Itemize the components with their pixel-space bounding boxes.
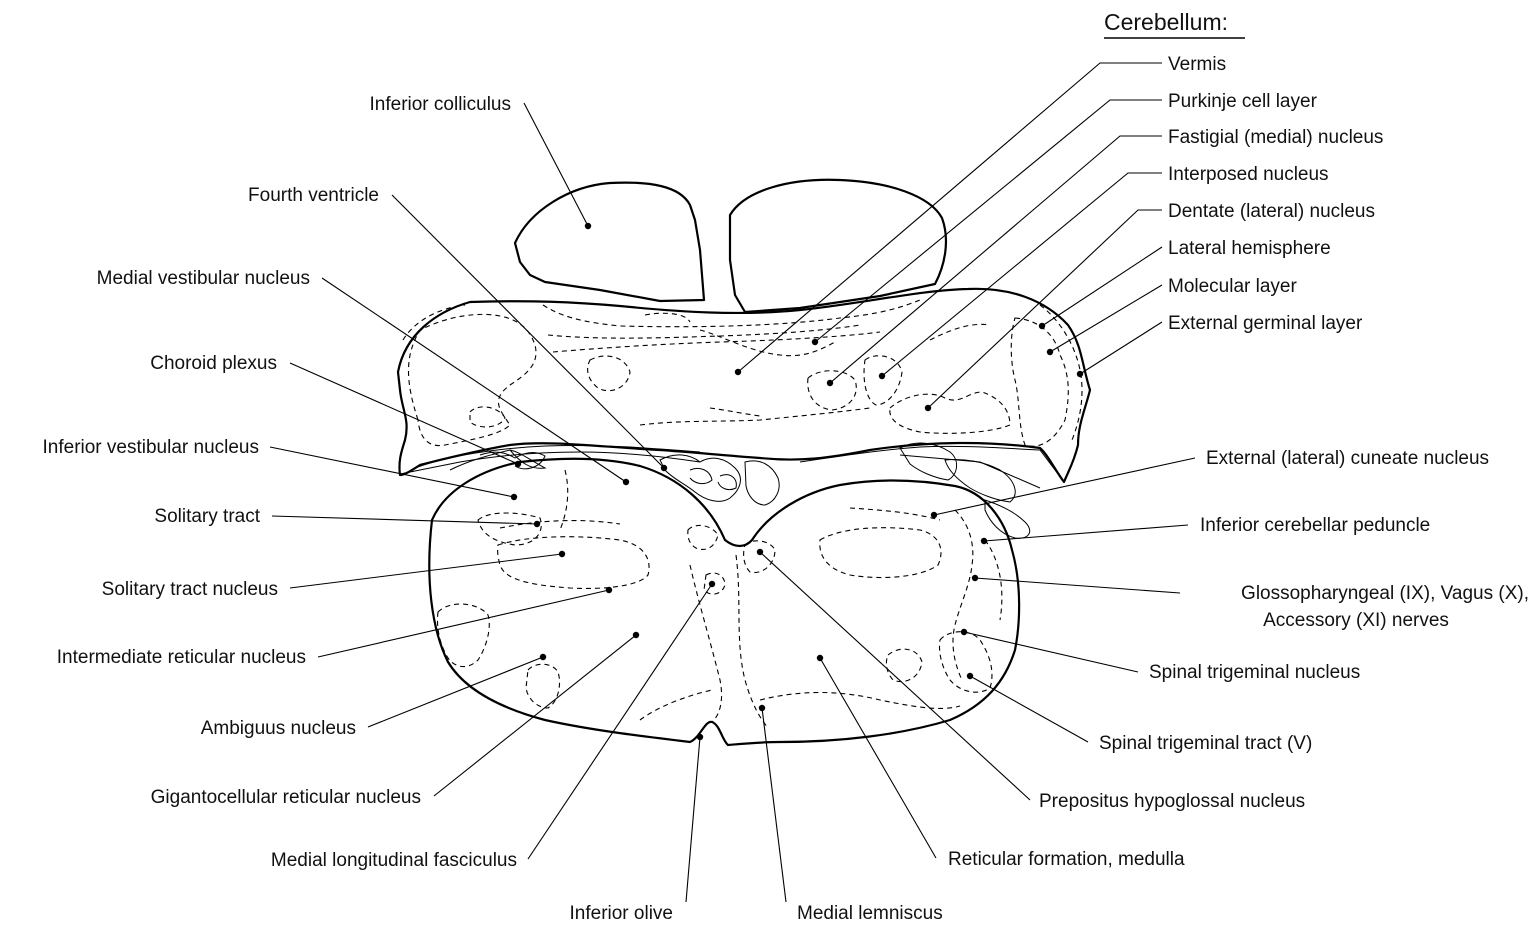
cerebellum-title-group: Cerebellum:	[1104, 9, 1245, 38]
marker-dots	[511, 223, 1083, 740]
label-intermediate-reticular-nucleus: Intermediate reticular nucleus	[57, 647, 306, 668]
label-medial-longitudinal-fasciculus: Medial longitudinal fasciculus	[271, 850, 517, 871]
label-external-germinal-layer: External germinal layer	[1168, 313, 1363, 334]
label-medial-vestibular-nucleus: Medial vestibular nucleus	[97, 268, 310, 289]
label-ambiguus-nucleus: Ambiguus nucleus	[201, 718, 356, 739]
right-labels: External (lateral) cuneate nucleus Infer…	[948, 448, 1529, 870]
medulla	[400, 446, 1064, 745]
label-fastigial-nucleus: Fastigial (medial) nucleus	[1168, 127, 1383, 148]
label-spinal-trigeminal-nucleus: Spinal trigeminal nucleus	[1149, 662, 1360, 683]
label-reticular-formation-medulla: Reticular formation, medulla	[948, 849, 1185, 870]
label-molecular-layer: Molecular layer	[1168, 276, 1297, 297]
label-vermis: Vermis	[1168, 54, 1226, 75]
label-external-cuneate-nucleus: External (lateral) cuneate nucleus	[1206, 448, 1489, 469]
label-cranial-nerves-line1: Glossopharyngeal (IX), Vagus (X),	[1241, 583, 1529, 604]
label-dentate-nucleus: Dentate (lateral) nucleus	[1168, 201, 1375, 222]
label-choroid-plexus: Choroid plexus	[150, 353, 277, 374]
choroid-plexus	[415, 443, 1040, 538]
bottom-labels: Inferior olive Medial lemniscus	[570, 903, 943, 924]
label-inferior-vestibular-nucleus: Inferior vestibular nucleus	[43, 437, 260, 458]
label-solitary-tract-nucleus: Solitary tract nucleus	[102, 579, 278, 600]
label-lateral-hemisphere: Lateral hemisphere	[1168, 238, 1331, 259]
label-prepositus-hypoglossal-nucleus: Prepositus hypoglossal nucleus	[1039, 791, 1305, 812]
label-cranial-nerves-line2: Accessory (XI) nerves	[1263, 610, 1449, 631]
cerebellum-labels: Vermis Purkinje cell layer Fastigial (me…	[1168, 54, 1383, 334]
label-interposed-nucleus: Interposed nucleus	[1168, 164, 1329, 185]
label-purkinje-cell-layer: Purkinje cell layer	[1168, 91, 1318, 112]
leader-lines	[270, 63, 1195, 902]
inferior-colliculi	[515, 180, 946, 312]
label-inferior-cerebellar-peduncle: Inferior cerebellar peduncle	[1200, 515, 1430, 536]
label-solitary-tract: Solitary tract	[154, 506, 260, 527]
label-fourth-ventricle: Fourth ventricle	[248, 185, 379, 206]
label-inferior-olive: Inferior olive	[570, 903, 674, 924]
label-gigantocellular-reticular-nucleus: Gigantocellular reticular nucleus	[151, 787, 421, 808]
label-spinal-trigeminal-tract: Spinal trigeminal tract (V)	[1099, 733, 1312, 754]
label-inferior-colliculus: Inferior colliculus	[370, 94, 512, 115]
label-medial-lemniscus: Medial lemniscus	[797, 903, 943, 924]
cerebellum-title: Cerebellum:	[1104, 9, 1228, 35]
